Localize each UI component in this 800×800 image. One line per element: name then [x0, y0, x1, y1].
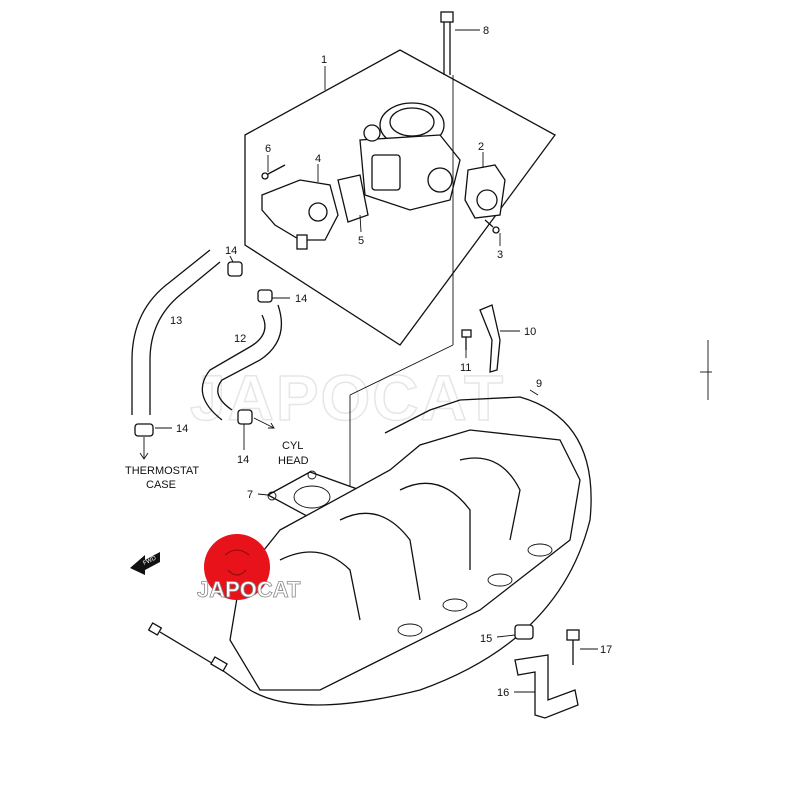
throttle-body-part-1[interactable]: [359, 102, 461, 211]
accelerator-cable-part-9[interactable]: [159, 396, 592, 706]
cyl-head-note-line1: CYL: [282, 440, 303, 452]
idle-air-control-valve-part-4[interactable]: [261, 179, 339, 250]
bolt-part-17[interactable]: [566, 629, 580, 665]
callout-16: 16: [497, 687, 509, 699]
thermostat-note-line1: THERMOSTAT: [125, 465, 199, 477]
assembly-outline-box: [244, 49, 556, 346]
callout-9: 9: [536, 378, 542, 390]
callout-4: 4: [315, 153, 321, 165]
logo-text: JAPOCAT: [197, 577, 301, 602]
callout-3: 3: [497, 249, 503, 261]
callout-17: 17: [600, 644, 612, 656]
callout-14: 14: [237, 454, 249, 466]
watermark: JAPOCAT: [190, 362, 505, 434]
callout-6: 6: [265, 143, 271, 155]
hose-clamp-part-14[interactable]: [257, 289, 273, 303]
gasket-part-5[interactable]: [337, 174, 369, 223]
intake-manifold[interactable]: [229, 429, 581, 691]
screw-part-6[interactable]: [261, 164, 286, 180]
callout-14: 14: [176, 423, 188, 435]
callout-11: 11: [460, 362, 471, 374]
fwd-label: FWD: [142, 555, 158, 566]
bracket-part-10[interactable]: [479, 304, 501, 373]
hose-part-12[interactable]: [217, 304, 282, 411]
bolt-part-11[interactable]: [461, 329, 472, 350]
callout-13: 13: [170, 315, 182, 327]
callout-14: 14: [225, 245, 237, 257]
hose-clamp-part-14[interactable]: [134, 423, 154, 437]
callout-10: 10: [524, 326, 536, 338]
screw-part-3[interactable]: [484, 219, 500, 234]
hose-clamp-part-14[interactable]: [237, 409, 253, 425]
cyl-head-note-line2: HEAD: [278, 455, 309, 467]
throttle-position-sensor-part-2[interactable]: [464, 164, 506, 219]
bracket-part-16[interactable]: [514, 654, 579, 719]
callout-15: 15: [480, 633, 492, 645]
hose-clamp-part-14[interactable]: [227, 261, 243, 277]
japocat-logo: JAPOCAT: [197, 534, 301, 602]
callout-5: 5: [358, 235, 364, 247]
callout-1: 1: [321, 54, 327, 66]
hose-part-13[interactable]: [149, 261, 221, 415]
callout-7: 7: [247, 489, 253, 501]
callout-14: 14: [295, 293, 307, 305]
callout-8: 8: [483, 25, 489, 37]
bolt-part-8[interactable]: [440, 11, 454, 75]
callout-2: 2: [478, 141, 484, 153]
forward-direction-arrow: FWD: [130, 552, 160, 575]
thermostat-note-line2: CASE: [146, 479, 176, 491]
clip-part-15[interactable]: [514, 624, 534, 640]
callout-12: 12: [234, 333, 246, 345]
